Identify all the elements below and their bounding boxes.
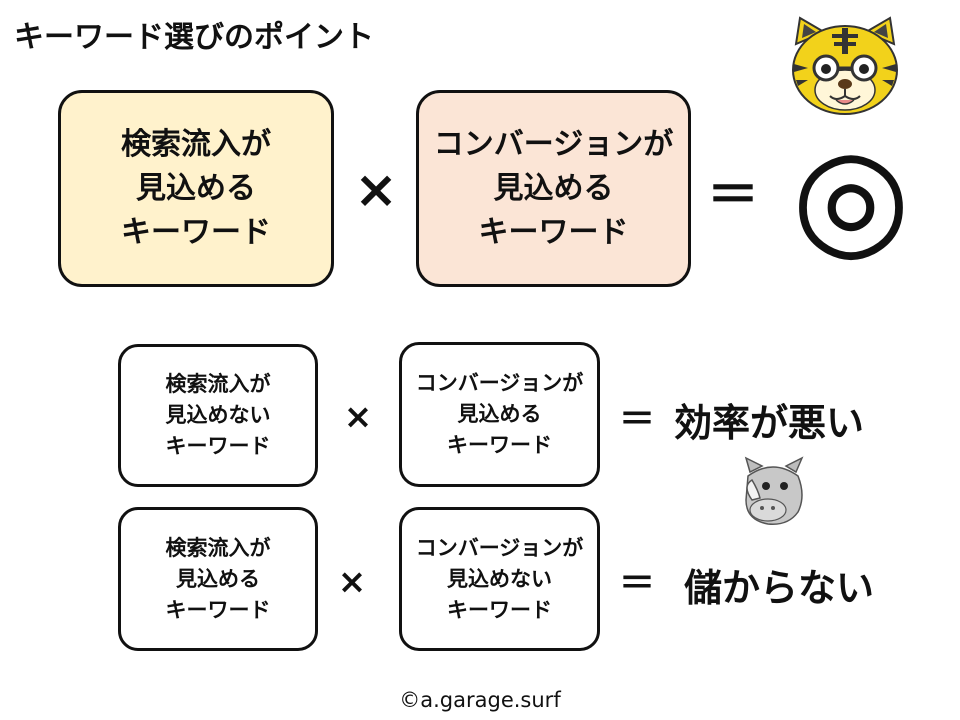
result-inefficient: 効率が悪い — [674, 401, 865, 445]
box-line: キーワード — [165, 434, 271, 458]
equals-operator: ＝ — [706, 165, 759, 226]
no-search-traffic-box: 検索流入が 見込めない キーワード — [118, 344, 318, 487]
conversion-box: コンバージョンが 見込める キーワード — [416, 90, 691, 287]
box-line: キーワード — [121, 214, 271, 250]
box-line: 見込める — [493, 170, 614, 206]
multiply-operator: × — [337, 562, 367, 602]
box-line: 検索流入が — [121, 126, 271, 162]
search-traffic-box: 検索流入が 見込める キーワード — [118, 507, 318, 651]
box-line: キーワード — [447, 597, 552, 622]
conversion-box: コンバージョンが 見込める キーワード — [399, 342, 600, 487]
box-line: 見込める — [176, 566, 260, 591]
multiply-operator: × — [343, 397, 373, 437]
no-conversion-box: コンバージョンが 見込めない キーワード — [399, 507, 600, 651]
copyright-text: ©a.garage.surf — [399, 688, 561, 712]
box-line: 見込める — [457, 402, 542, 426]
tiger-mascot-icon — [792, 16, 898, 115]
equals-operator: ＝ — [618, 563, 655, 604]
box-line: コンバージョンが — [433, 126, 674, 162]
multiply-operator: × — [354, 160, 398, 220]
box-line: 見込めない — [165, 403, 271, 427]
box-line: キーワード — [447, 433, 552, 457]
search-traffic-box: 検索流入が 見込める キーワード — [58, 90, 334, 287]
box-line: コンバージョンが — [415, 535, 584, 560]
rhino-mascot-icon — [744, 456, 804, 525]
page-title: キーワード選びのポイント — [14, 20, 374, 55]
box-line: 検索流入が — [165, 372, 271, 396]
box-line: コンバージョンが — [415, 371, 584, 395]
double-circle-result: ◎ — [791, 118, 911, 276]
equals-operator: ＝ — [618, 399, 655, 440]
box-line: 見込めない — [447, 566, 552, 591]
result-unprofitable: 儲からない — [684, 566, 875, 610]
box-line: 検索流入が — [165, 535, 271, 560]
box-line: 見込める — [136, 170, 256, 206]
box-line: キーワード — [478, 214, 629, 250]
box-line: キーワード — [165, 597, 271, 622]
